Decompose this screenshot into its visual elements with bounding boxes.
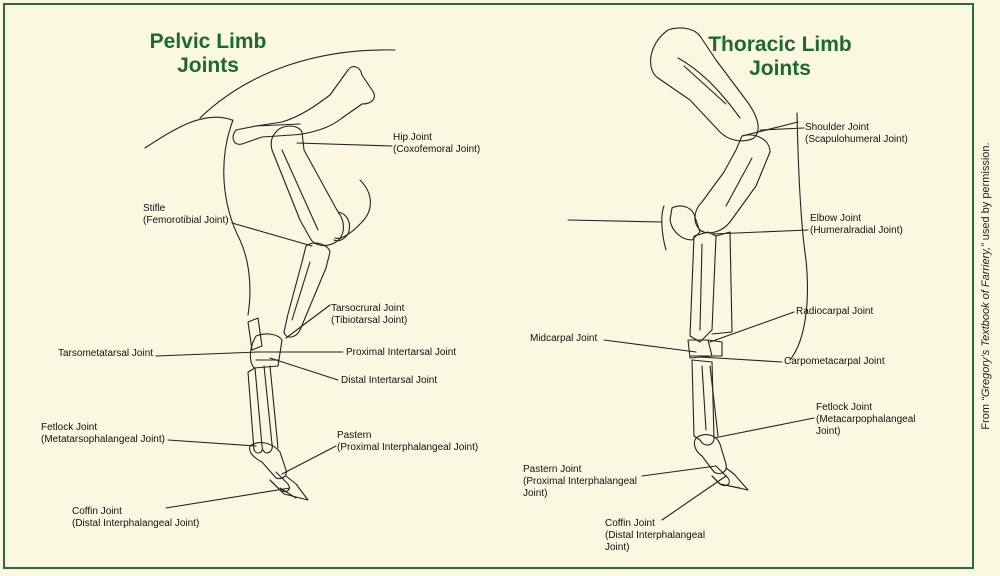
label-line: (Proximal Interphalangeal Joint) — [337, 442, 479, 453]
label-line: Pastern — [337, 430, 372, 441]
label-tarsometatarsal-joint: Tarsometatarsal Joint — [58, 348, 154, 359]
label-thoracic-fetlock-joint: Fetlock Joint (Metacarpophalangeal Joint… — [816, 402, 916, 438]
label-hip-joint: Hip Joint (Coxofemoral Joint) — [393, 132, 480, 156]
label-line: (Distal Interphalangeal Joint) — [72, 518, 200, 529]
label-line: (Distal Interphalangeal — [605, 530, 706, 541]
label-line: Stifle — [143, 203, 166, 214]
label-line: Joint) — [816, 426, 841, 437]
credit-source: “Gregory’s Textbook of Farriery,” — [980, 243, 992, 401]
label-radiocarpal-joint: Radiocarpal Joint — [796, 306, 874, 317]
label-distal-intertarsal-joint: Distal Intertarsal Joint — [341, 375, 438, 386]
label-line: (Metacarpophalangeal — [816, 414, 916, 425]
pelvic-limb-illustration — [144, 49, 396, 509]
label-line: Coffin Joint — [72, 506, 122, 517]
label-line: (Tibiotarsal Joint) — [331, 315, 408, 326]
label-line: Hip Joint — [393, 132, 432, 143]
label-line: (Femorotibial Joint) — [143, 215, 229, 226]
label-proximal-intertarsal-joint: Proximal Intertarsal Joint — [346, 347, 457, 358]
label-thoracic-coffin-joint: Coffin Joint (Distal Interphalangeal Joi… — [605, 518, 705, 554]
label-line: Elbow Joint — [810, 213, 862, 224]
thoracic-limb-title: Thoracic Limb Joints — [700, 33, 860, 81]
credit-prefix: From — [980, 400, 992, 430]
label-line: Joint) — [605, 542, 630, 553]
label-line: Fetlock Joint — [816, 402, 873, 413]
diagram-frame — [3, 3, 974, 569]
credit-suffix: used by permission. — [980, 142, 992, 244]
pelvic-title-line1: Pelvic Limb — [149, 30, 267, 53]
label-carpometacarpal-joint: Carpometacarpal Joint — [784, 356, 885, 367]
label-shoulder-joint: Shoulder Joint (Scapulohumeral Joint) — [805, 122, 908, 146]
label-line: (Humeralradial Joint) — [810, 225, 903, 236]
label-line: Tarsocrural Joint — [331, 303, 405, 314]
label-thoracic-pastern-joint: Pastern Joint (Proximal Interphalangeal … — [523, 464, 637, 500]
label-line: Fetlock Joint — [41, 422, 98, 433]
thoracic-limb-illustration — [567, 27, 815, 521]
label-line: (Scapulohumeral Joint) — [805, 134, 908, 145]
label-line: Joint) — [523, 488, 548, 499]
thoracic-title-line2: Joints — [749, 57, 811, 80]
label-pelvic-coffin-joint: Coffin Joint (Distal Interphalangeal Joi… — [72, 506, 199, 530]
label-pelvic-fetlock-joint: Fetlock Joint (Metatarsophalangeal Joint… — [41, 422, 165, 446]
pelvic-title-line2: Joints — [177, 54, 239, 77]
label-line: Shoulder Joint — [805, 122, 869, 133]
label-pelvic-pastern: Pastern (Proximal Interphalangeal Joint) — [337, 430, 478, 454]
label-tarsocrural-joint: Tarsocrural Joint (Tibiotarsal Joint) — [331, 303, 407, 327]
thoracic-title-line1: Thoracic Limb — [708, 33, 852, 56]
label-line: Pastern Joint — [523, 464, 582, 475]
source-credit: From “Gregory’s Textbook of Farriery,” u… — [980, 142, 992, 429]
label-line: (Proximal Interphalangeal — [523, 476, 637, 487]
label-line: Coffin Joint — [605, 518, 655, 529]
label-midcarpal-joint: Midcarpal Joint — [530, 333, 598, 344]
label-line: (Metatarsophalangeal Joint) — [41, 434, 165, 445]
label-elbow-joint: Elbow Joint (Humeralradial Joint) — [810, 213, 903, 237]
label-stifle: Stifle (Femorotibial Joint) — [143, 203, 229, 227]
label-line: (Coxofemoral Joint) — [393, 144, 481, 155]
pelvic-limb-title: Pelvic Limb Joints — [128, 30, 288, 78]
